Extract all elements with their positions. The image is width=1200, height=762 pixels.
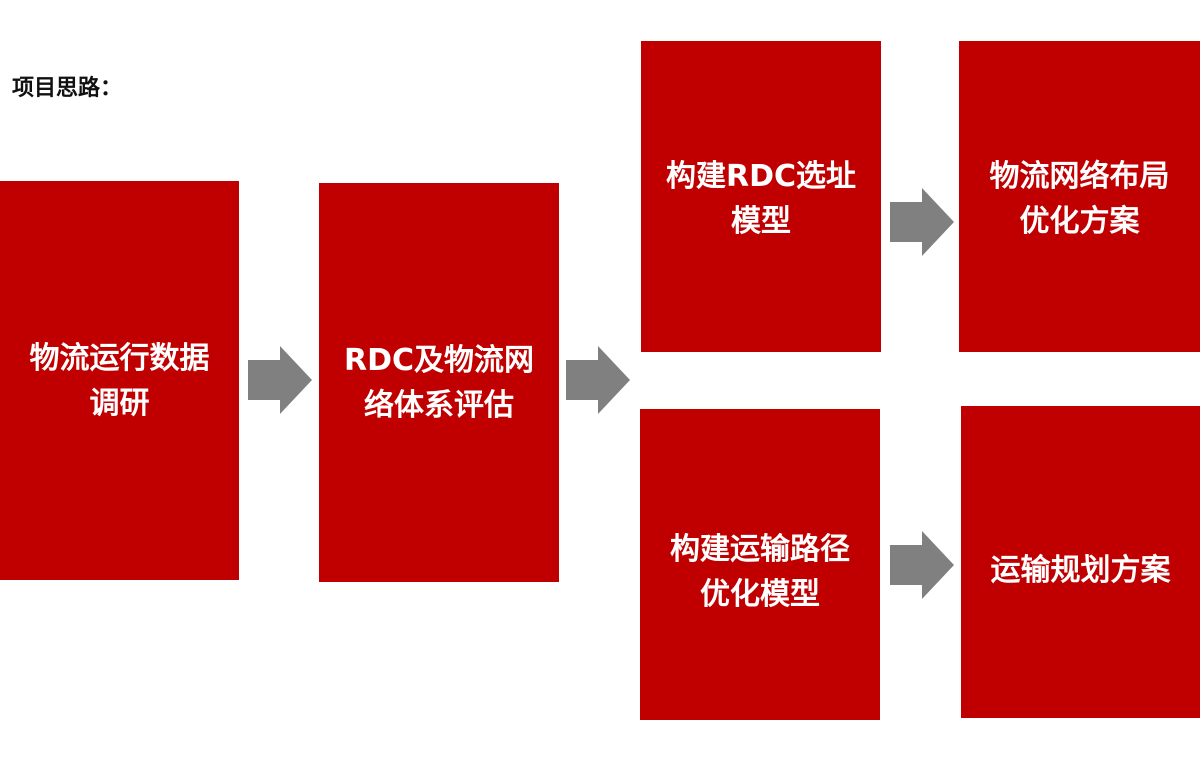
page-title: 项目思路： <box>12 76 123 101</box>
right-arrow-icon <box>248 346 312 414</box>
step-box-network-layout-plan: 物流网络布局 优化方案 <box>959 41 1200 352</box>
right-arrow-icon <box>890 531 954 599</box>
arrow-shape <box>248 346 312 414</box>
step-label: 物流运行数据 调研 <box>29 340 210 421</box>
right-arrow-icon <box>890 188 954 256</box>
right-arrow-icon <box>566 346 630 414</box>
step-label: 物流网络布局 优化方案 <box>989 159 1170 239</box>
step-box-route-optimization-model: 构建运输路径 优化模型 <box>640 409 880 720</box>
step-label: 构建RDC选址 模型 <box>665 159 857 239</box>
step-label: RDC及物流网 络体系评估 <box>343 342 535 423</box>
arrow-shape <box>890 188 954 256</box>
step-box-rdc-siting-model: 构建RDC选址 模型 <box>641 41 881 352</box>
step-box-rdc-evaluation: RDC及物流网 络体系评估 <box>319 183 559 582</box>
step-label: 运输规划方案 <box>990 553 1171 588</box>
step-label: 构建运输路径 优化模型 <box>670 532 850 612</box>
arrow-shape <box>566 346 630 414</box>
arrow-shape <box>890 531 954 599</box>
step-box-transport-plan: 运输规划方案 <box>961 406 1200 718</box>
step-box-data-research: 物流运行数据 调研 <box>0 181 239 580</box>
